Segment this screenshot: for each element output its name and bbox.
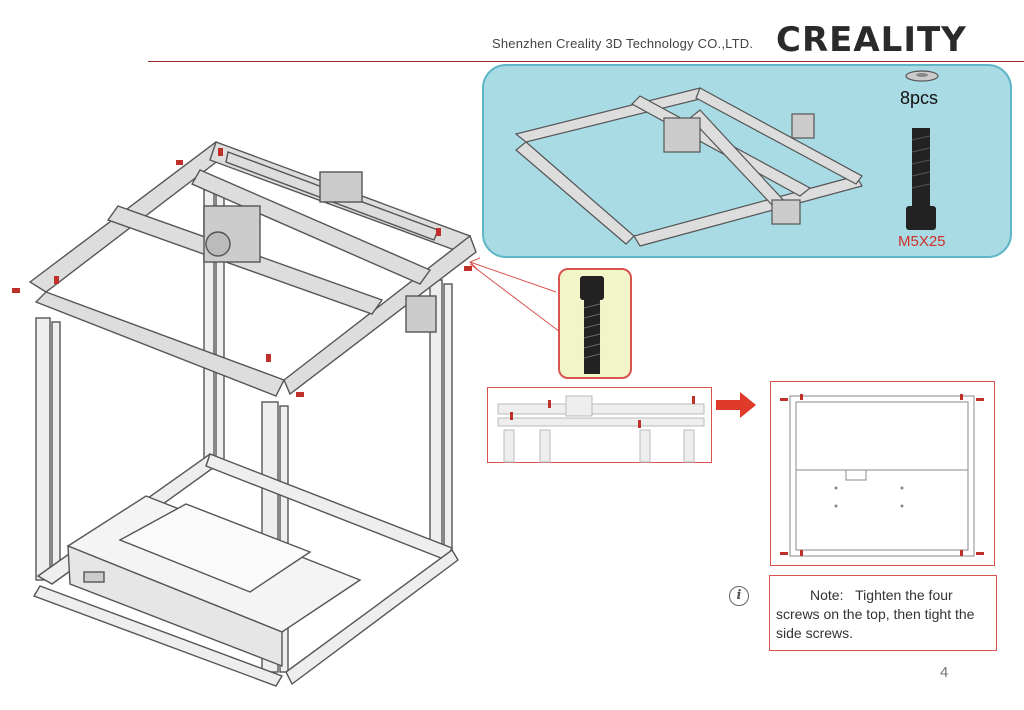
- note-text: Tighten the four screws on the top, then…: [776, 587, 975, 641]
- page-number: 4: [940, 664, 949, 681]
- motor-back: [319, 171, 363, 203]
- bottom-frame: [32, 453, 459, 687]
- info-icon: i: [729, 586, 749, 606]
- frame-post-left-front: [35, 317, 61, 581]
- callout-lines: [469, 257, 561, 333]
- company-name: Shenzhen Creality 3D Technology CO.,LTD.: [492, 36, 754, 51]
- red-screws: [12, 148, 472, 397]
- note-label: Note:: [810, 587, 844, 603]
- brand-logo: CREALITY: [776, 20, 967, 60]
- header-divider: [148, 61, 1024, 62]
- washer-quantity: 8pcs: [900, 88, 939, 108]
- screw-icon: [906, 128, 936, 230]
- control-box: [67, 544, 283, 668]
- screw-size-label: M5X25: [898, 233, 946, 250]
- print-head: [203, 205, 261, 263]
- note-box: Note: Tighten the four screws on the top…: [769, 575, 997, 651]
- build-plate: [66, 495, 362, 633]
- power-switch: [83, 571, 105, 583]
- motor-right: [405, 295, 437, 333]
- top-view-panel: [770, 381, 995, 566]
